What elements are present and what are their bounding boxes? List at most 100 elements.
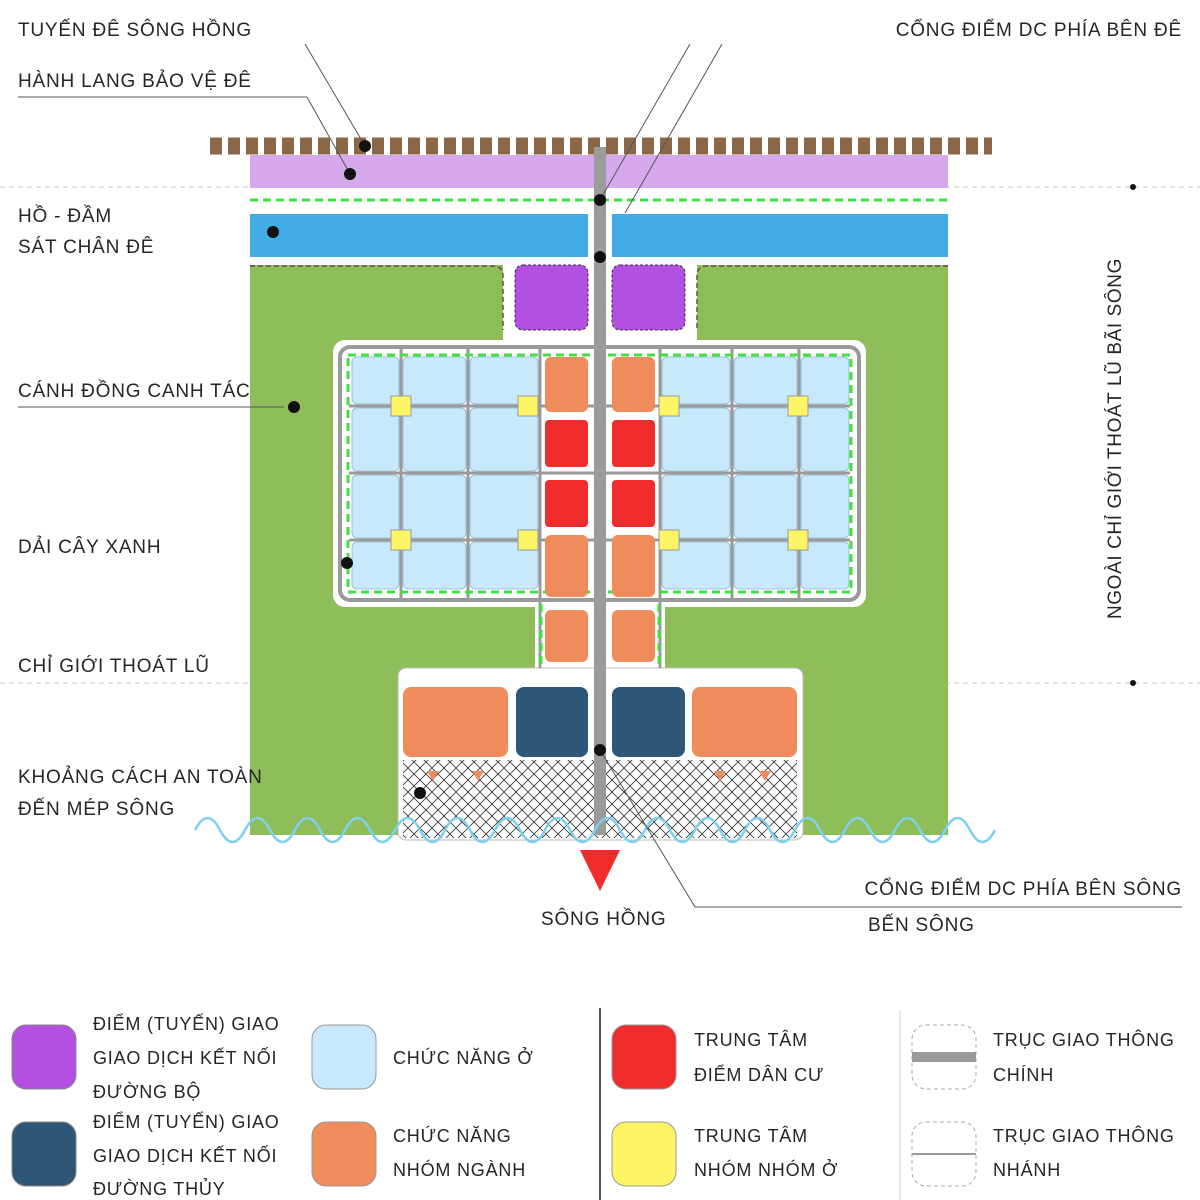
leader-dot bbox=[341, 557, 353, 569]
legend-swatch-industry bbox=[311, 1121, 377, 1187]
legend-swatch-center bbox=[611, 1024, 677, 1090]
residential-cell bbox=[402, 474, 467, 539]
residential-cell bbox=[800, 407, 850, 472]
neighbourhood-center bbox=[390, 529, 412, 551]
leader-line bbox=[599, 43, 691, 201]
residential-cell bbox=[661, 474, 731, 539]
industry-block bbox=[545, 610, 588, 662]
label-wharf: BẾN SÔNG bbox=[868, 915, 975, 936]
residential-cells bbox=[351, 356, 850, 590]
leader-dots bbox=[267, 140, 1136, 799]
label-flood-boundary: CHỈ GIỚI THOÁT LŨ bbox=[18, 656, 210, 677]
legend-branch-road-line2: NHÁNH bbox=[993, 1160, 1062, 1180]
residential-cell bbox=[469, 356, 539, 405]
label-field: CÁNH ĐỒNG CANH TÁC bbox=[18, 381, 251, 402]
leader-dot bbox=[594, 251, 606, 263]
industry-block bbox=[545, 535, 588, 597]
zone-marker-dot bbox=[1130, 680, 1136, 686]
water-node-right bbox=[612, 687, 685, 757]
residential-cell bbox=[733, 474, 798, 539]
leader-dot bbox=[594, 744, 606, 756]
label-gate-river-side: CỔNG ĐIỂM DC PHÍA BÊN SÔNG bbox=[864, 879, 1182, 900]
water-node-left bbox=[516, 687, 588, 757]
legend-sub-center-line1: TRUNG TÂM bbox=[694, 1126, 808, 1146]
industry-block bbox=[612, 357, 655, 412]
legend-road-node-line3: ĐƯỜNG BỘ bbox=[93, 1082, 202, 1102]
neighbourhood-center bbox=[787, 395, 809, 417]
residential-cell bbox=[800, 474, 850, 539]
residential-cell bbox=[351, 474, 400, 539]
leader-line bbox=[306, 96, 351, 175]
label-green-belt: DẢI CÂY XANH bbox=[18, 537, 162, 558]
residential-center bbox=[612, 420, 655, 467]
residential-cell bbox=[800, 356, 850, 405]
label-lake-line2: SÁT CHÂN ĐÊ bbox=[18, 237, 155, 258]
flow-direction-arrow bbox=[580, 850, 620, 891]
residential-cell bbox=[661, 356, 731, 405]
main-road bbox=[594, 147, 606, 835]
leader-dot bbox=[288, 401, 300, 413]
neighbourhood-center bbox=[390, 395, 412, 417]
neighbourhood-center bbox=[658, 395, 680, 417]
leader-line bbox=[599, 749, 1182, 908]
residential-cell bbox=[733, 407, 798, 472]
residential-cell bbox=[661, 407, 731, 472]
road-node-left bbox=[514, 264, 589, 331]
residential-cell bbox=[733, 356, 798, 405]
river-wave bbox=[193, 816, 997, 844]
leader-line bbox=[304, 43, 366, 147]
lake-right bbox=[612, 214, 948, 257]
field-block-right-outline bbox=[696, 265, 948, 330]
legend-road-node-line1: ĐIỂM (TUYẾN) GIAO bbox=[93, 1014, 280, 1034]
road-node-right bbox=[611, 264, 686, 331]
label-dike-line: TUYẾN ĐÊ SÔNG HỒNG bbox=[18, 20, 252, 41]
wharf-marker bbox=[714, 771, 726, 781]
residential-cell bbox=[733, 541, 798, 590]
industry-block bbox=[612, 535, 655, 597]
legend-branch-road-line1: TRỤC GIAO THÔNG bbox=[993, 1126, 1175, 1146]
wharf-marker bbox=[759, 771, 771, 781]
legend-center-line2: ĐIỂM DÂN CƯ bbox=[694, 1065, 825, 1085]
neighbourhood-center bbox=[787, 529, 809, 551]
wharf-marker bbox=[427, 771, 439, 781]
residential-cell bbox=[469, 541, 539, 590]
label-lake-line1: HỒ - ĐẦM bbox=[18, 206, 113, 227]
residential-center bbox=[545, 480, 588, 527]
legend-water-node-line2: GIAO DỊCH KẾT NỐI bbox=[93, 1146, 278, 1166]
leader-dot bbox=[359, 140, 371, 152]
legend-swatch-water-node bbox=[11, 1121, 77, 1187]
legend-water-node-line1: ĐIỂM (TUYẾN) GIAO bbox=[93, 1112, 280, 1132]
legend-center-line1: TRUNG TÂM bbox=[694, 1030, 808, 1050]
label-gate-dike-side: CỔNG ĐIỂM DC PHÍA BÊN ĐÊ bbox=[895, 20, 1182, 41]
leader-line bbox=[624, 43, 723, 214]
waterfront-industry-left bbox=[403, 687, 508, 757]
residential-cell bbox=[351, 407, 400, 472]
legend-swatch-road-node bbox=[11, 1024, 77, 1090]
industry-block bbox=[612, 610, 655, 662]
neighbourhood-center bbox=[658, 529, 680, 551]
leader-dot bbox=[414, 787, 426, 799]
neighbourhood-center bbox=[517, 395, 539, 417]
legend-road-node-line2: GIAO DỊCH KẾT NỐI bbox=[93, 1048, 278, 1068]
residential-cell bbox=[402, 407, 467, 472]
legend-sub-center-line2: NHÓM NHÓM Ở bbox=[694, 1160, 839, 1180]
residential-cell bbox=[800, 541, 850, 590]
legend-industry-line1: CHỨC NĂNG bbox=[393, 1126, 512, 1146]
legend-swatch-sub-center bbox=[611, 1121, 677, 1187]
residential-center bbox=[545, 420, 588, 467]
legend-main-road-line2: CHÍNH bbox=[993, 1065, 1054, 1085]
residential-cell bbox=[661, 541, 731, 590]
residential-cell bbox=[469, 407, 539, 472]
legend-industry-line2: NHÓM NGÀNH bbox=[393, 1160, 526, 1180]
residential-cell bbox=[402, 541, 467, 590]
legend-residential-line1: CHỨC NĂNG Ở bbox=[393, 1048, 534, 1068]
wharf-marker bbox=[472, 771, 484, 781]
leader-dot bbox=[267, 226, 279, 238]
legend-main-road-line1: TRỤC GIAO THÔNG bbox=[993, 1030, 1175, 1050]
industry-block bbox=[545, 357, 588, 412]
field-block-left-outline bbox=[250, 265, 504, 330]
label-river: SÔNG HỒNG bbox=[541, 909, 667, 930]
zone-marker-dot bbox=[1130, 184, 1136, 190]
legend-water-node-line3: ĐƯỜNG THỦY bbox=[93, 1179, 226, 1199]
label-safety-line2: ĐẾN MÉP SÔNG bbox=[18, 799, 176, 820]
